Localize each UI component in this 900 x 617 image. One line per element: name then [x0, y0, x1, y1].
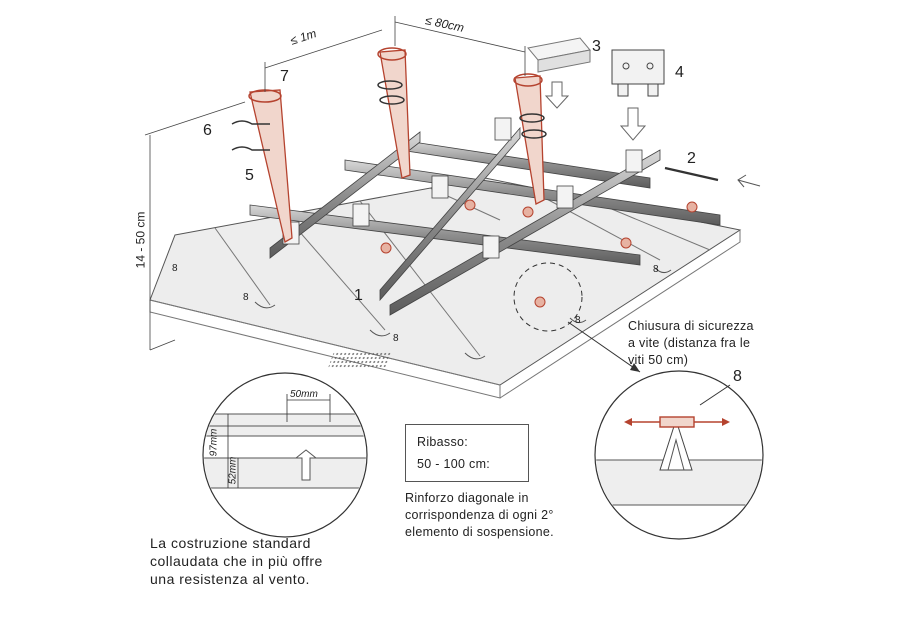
panel-mark-e: 8	[653, 264, 659, 275]
panel-mark-b: 8	[243, 292, 249, 303]
screw-dots	[380, 199, 698, 308]
panel-mark-a: 8	[172, 263, 178, 274]
suspension-hangers	[249, 49, 545, 243]
drop-box	[405, 424, 529, 482]
insert-arrow	[737, 174, 761, 188]
callout-2: 2	[687, 150, 696, 167]
detail-leader	[567, 321, 641, 373]
profile-detail-inset	[202, 372, 368, 538]
dimension-label-height: 14 - 50 cm	[133, 211, 148, 269]
callout-8: 8	[733, 368, 742, 385]
detail-leader-arrow	[630, 363, 640, 372]
callout-4: 4	[675, 64, 684, 81]
spring-clips	[377, 80, 547, 139]
detail-marker	[513, 262, 583, 332]
drop-box-title: Ribasso:	[417, 435, 469, 449]
panel-edge-bumps	[254, 267, 672, 360]
wire-clip-parts	[231, 120, 270, 151]
down-arrow-4	[619, 107, 647, 141]
callout-3: 3	[592, 38, 601, 55]
standard-construction-note: La costruzione standard collaudata che i…	[150, 535, 323, 587]
carrier-clip-part	[611, 49, 665, 97]
diagonal-reinforcement-note: Rinforzo diagonale in corrispondenza di …	[405, 491, 554, 539]
panel-mark-c: 8	[393, 333, 399, 344]
screw-lock-note: Chiusura di sicurezza a vite (distanza f…	[628, 319, 754, 367]
callout-7: 7	[280, 68, 289, 85]
screw-lock-inset	[594, 370, 764, 540]
height-panel-label: 52mm	[227, 456, 239, 485]
screw-rod	[664, 166, 719, 182]
dimension-lines	[144, 16, 526, 351]
perforated-panel-sample	[328, 352, 392, 368]
panel-mark-d: 8	[575, 315, 581, 326]
height-total-label: 97mm	[208, 428, 220, 457]
callout-1: 1	[354, 287, 363, 304]
pitch-label: 50mm	[290, 389, 318, 400]
callout-5: 5	[245, 167, 254, 184]
carrier-rails	[249, 126, 721, 316]
drop-box-value: 50 - 100 cm:	[417, 457, 491, 471]
callout-6: 6	[203, 122, 212, 139]
down-arrow-3	[544, 81, 570, 109]
rail-connector-part	[527, 37, 591, 73]
rail-clips	[282, 117, 643, 259]
